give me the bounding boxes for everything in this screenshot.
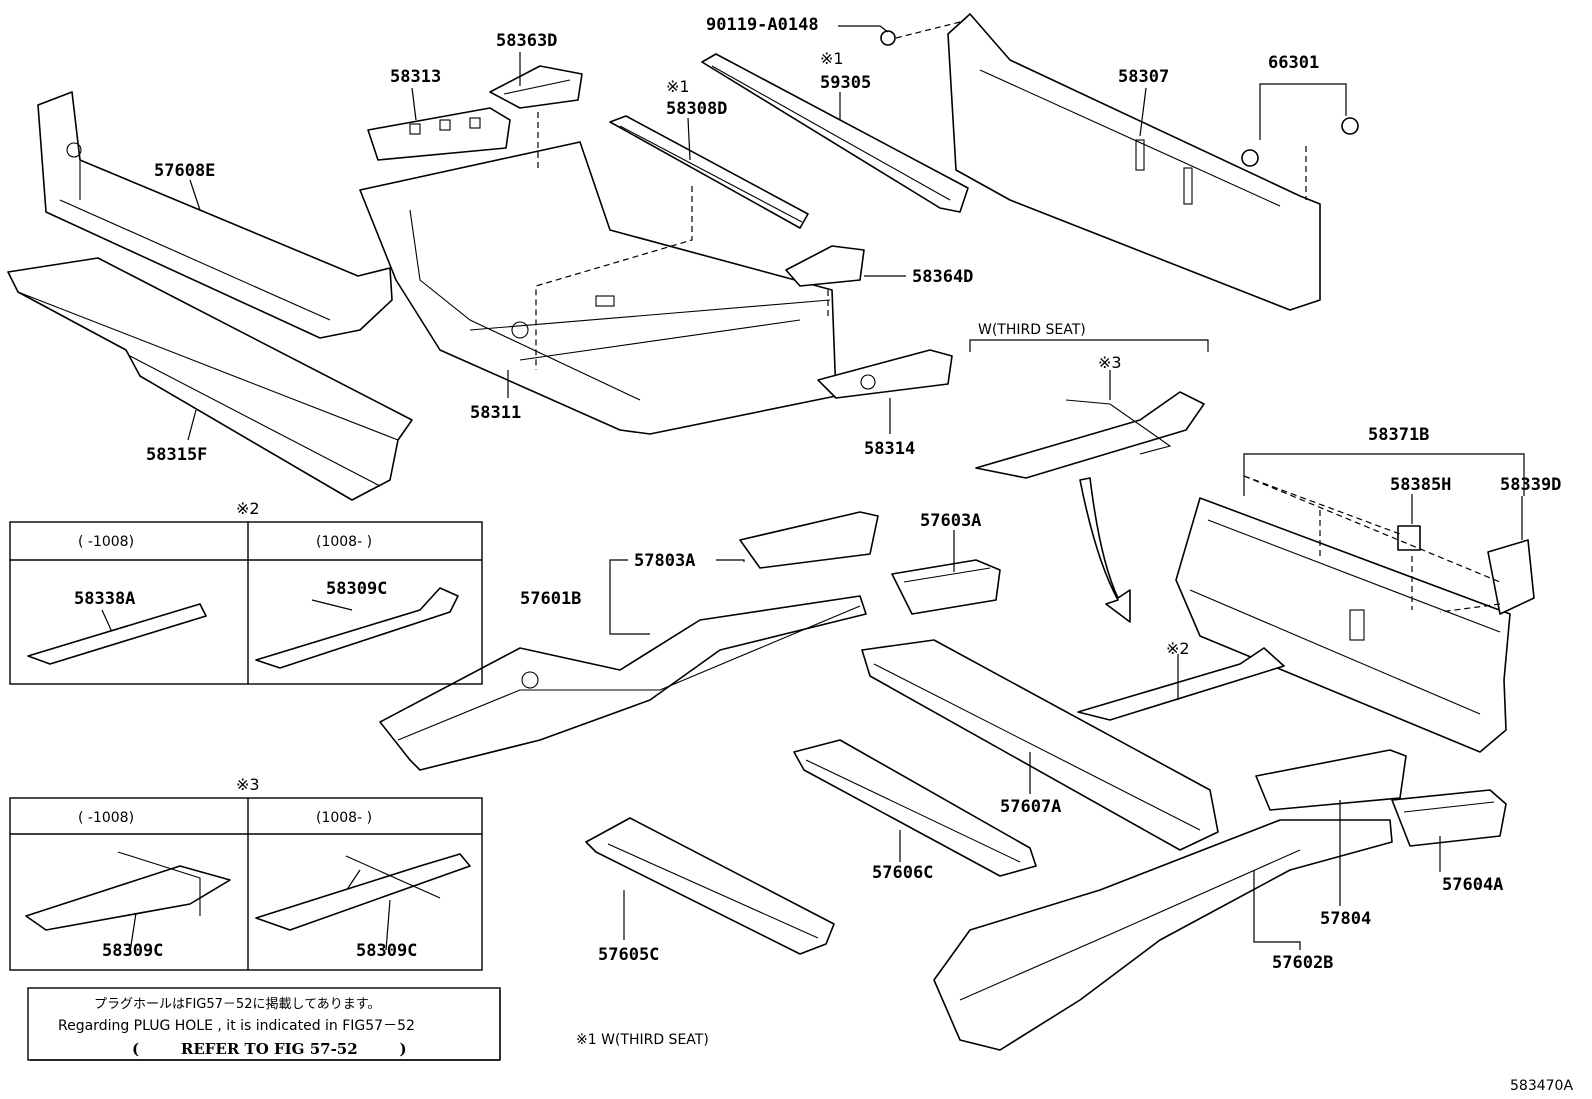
label-57604A: 57604A bbox=[1442, 875, 1503, 895]
label-57606C: 57606C bbox=[872, 863, 933, 883]
note-mark-59305: ※1 bbox=[820, 49, 844, 68]
label-57804: 57804 bbox=[1320, 909, 1371, 929]
note-japanese: プラグホールはFIG57－52に掲載してあります。 bbox=[94, 996, 380, 1012]
plug-hole-note: プラグホールはFIG57－52に掲載してあります。 Regarding PLUG… bbox=[27, 987, 501, 1061]
part-57803A-drawing bbox=[739, 511, 879, 569]
third-seat-label: W(THIRD SEAT) bbox=[978, 322, 1086, 338]
part-57601B-drawing bbox=[379, 595, 867, 771]
label-58307: 58307 bbox=[1118, 67, 1169, 87]
part-58371B-drawing bbox=[1175, 497, 1511, 753]
variant-box-note2: ※2 ( -1008) (1008- ) 58338A 58309C bbox=[9, 499, 483, 685]
part-57603A-drawing bbox=[891, 559, 1001, 615]
label-66301: 66301 bbox=[1268, 53, 1319, 73]
label-58363D: 58363D bbox=[496, 31, 557, 51]
label-58308D: 58308D bbox=[666, 99, 727, 119]
part-58308D-drawing bbox=[609, 115, 809, 229]
part-57602B-drawing bbox=[933, 819, 1393, 1051]
part-58311-drawing bbox=[359, 141, 837, 435]
part-90119-A0148-drawing bbox=[880, 21, 961, 46]
note-english: Regarding PLUG HOLE , it is indicated in… bbox=[58, 1018, 415, 1034]
label-58311: 58311 bbox=[470, 403, 521, 423]
part-58363D-drawing bbox=[489, 65, 583, 109]
part-57804-drawing bbox=[1255, 749, 1407, 811]
note-refer: ( REFER TO FIG 57-52 ) bbox=[132, 1040, 407, 1058]
label-58314: 58314 bbox=[864, 439, 915, 459]
part-57606C-drawing bbox=[793, 739, 1037, 877]
part-58315F-drawing bbox=[7, 257, 413, 501]
label-58364D: 58364D bbox=[912, 267, 973, 287]
label-58309C-box3b: 58309C bbox=[356, 941, 417, 961]
box3-col2-header: (1008- ) bbox=[316, 810, 372, 826]
part-57607A-drawing bbox=[861, 639, 1219, 851]
leader-lines bbox=[101, 25, 1525, 953]
label-58339D: 58339D bbox=[1500, 475, 1561, 495]
box3-col1-header: ( -1008) bbox=[78, 810, 134, 826]
label-57605C: 57605C bbox=[598, 945, 659, 965]
part-59305-drawing bbox=[701, 53, 969, 213]
note-mark-box-2: ※2 bbox=[236, 499, 260, 518]
label-58371B: 58371B bbox=[1368, 425, 1429, 445]
label-58309C-box3a: 58309C bbox=[102, 941, 163, 961]
part-58385H-drawing bbox=[1397, 525, 1421, 551]
part-58364D-drawing bbox=[785, 245, 865, 287]
note-mark-box-3: ※3 bbox=[236, 775, 260, 794]
figure-id: 583470A bbox=[1510, 1078, 1573, 1094]
label-58385H: 58385H bbox=[1390, 475, 1451, 495]
part-58314-drawing bbox=[817, 349, 953, 399]
note-mark-third-seat: ※3 bbox=[1098, 353, 1122, 372]
part-58339D-drawing bbox=[1487, 539, 1535, 615]
part-58307-drawing bbox=[947, 13, 1321, 311]
part-57608E-drawing bbox=[37, 91, 393, 339]
label-58338A: 58338A bbox=[74, 589, 135, 609]
label-58315F: 58315F bbox=[146, 445, 207, 465]
footnote-third-seat: ※1 W(THIRD SEAT) bbox=[576, 1032, 709, 1048]
label-57602B: 57602B bbox=[1272, 953, 1333, 973]
box2-col2-header: (1008- ) bbox=[316, 534, 372, 550]
label-59305: 59305 bbox=[820, 73, 871, 93]
part-57605C-drawing bbox=[585, 817, 835, 955]
label-90119-A0148: 90119-A0148 bbox=[706, 15, 819, 35]
dashed-reference-lines bbox=[535, 112, 1501, 613]
variant-box-note3: ※3 ( -1008) (1008- ) 58309C 58309C bbox=[9, 775, 483, 971]
label-57803A: 57803A bbox=[634, 551, 695, 571]
part-66301-drawing bbox=[1241, 117, 1359, 200]
label-57603A: 57603A bbox=[920, 511, 981, 531]
part-third-seat-drawing bbox=[975, 391, 1205, 479]
box2-col1-header: ( -1008) bbox=[78, 534, 134, 550]
part-58313-drawing bbox=[367, 107, 511, 161]
part-mid-note2-drawing bbox=[1077, 647, 1285, 721]
note-mark-58308D: ※1 bbox=[666, 77, 690, 96]
label-57608E: 57608E bbox=[154, 161, 215, 181]
label-58309C-box2: 58309C bbox=[326, 579, 387, 599]
curved-arrow-icon bbox=[1079, 477, 1131, 623]
part-57604A-drawing bbox=[1391, 789, 1507, 847]
label-57601B: 57601B bbox=[520, 589, 581, 609]
note-mark-mid-2: ※2 bbox=[1166, 639, 1190, 658]
label-57607A: 57607A bbox=[1000, 797, 1061, 817]
label-58313: 58313 bbox=[390, 67, 441, 87]
